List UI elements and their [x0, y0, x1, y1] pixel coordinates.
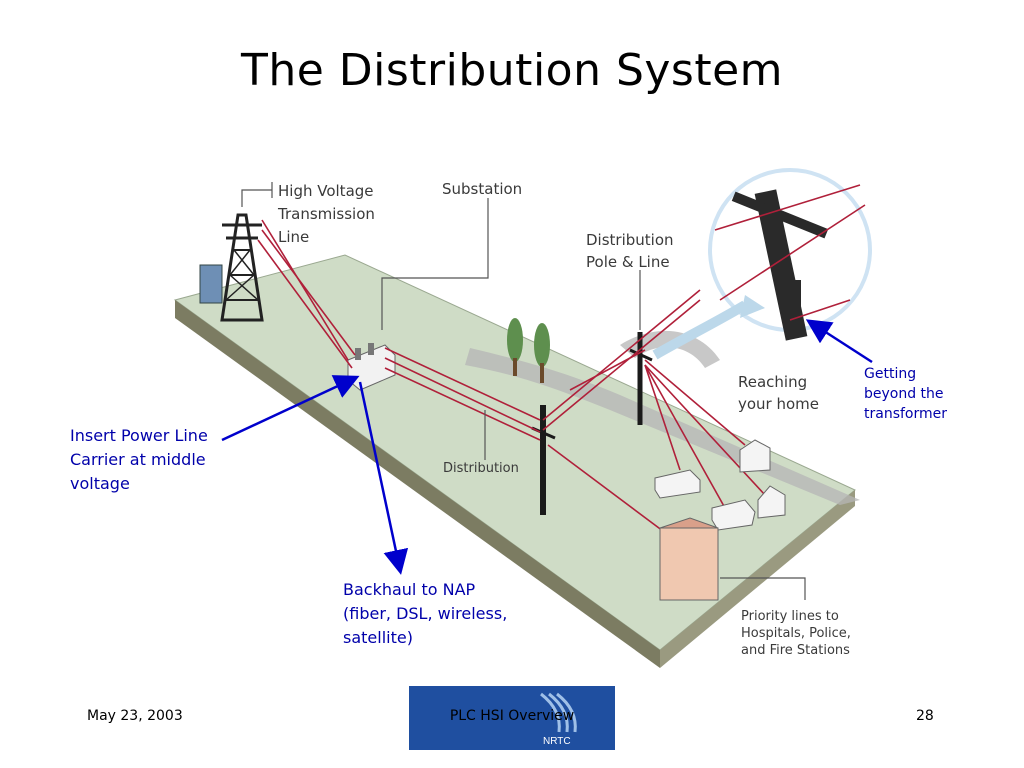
leader-lines — [241, 182, 806, 600]
slide-title: The Distribution System — [240, 45, 784, 96]
footer-date: May 23, 2003 — [87, 708, 183, 724]
priority-lines-label: Priority lines to Hospitals, Police, and… — [741, 609, 855, 658]
substation-label: Substation — [442, 180, 522, 198]
annotation-arrows — [221, 319, 873, 575]
hv-line-label: High Voltage Transmission Line — [277, 182, 380, 246]
footer-center-title: PLC HSI Overview — [449, 708, 575, 724]
transmission-tower — [199, 213, 264, 322]
reaching-home-label: Reaching your home — [738, 373, 819, 413]
backhaul-annotation: Backhaul to NAP (fiber, DSL, wireless, s… — [343, 580, 508, 647]
houses — [654, 439, 786, 601]
insert-plc-annotation: Insert Power Line Carrier at middle volt… — [70, 426, 208, 493]
power-lines — [257, 219, 766, 541]
nrtc-logo: NRTC PLC HSI Overview — [409, 686, 615, 750]
nrtc-wave-icon: NRTC — [540, 692, 577, 747]
beyond-transformer-annotation: Getting beyond the transformer — [864, 366, 948, 422]
distribution-label: Distribution — [443, 461, 519, 476]
transformer-zoom-circle — [652, 168, 872, 360]
svg-text:NRTC: NRTC — [543, 736, 571, 747]
trees — [507, 318, 550, 383]
ground-side-front — [175, 300, 660, 668]
distribution-pole-label: Distribution Pole & Line — [586, 231, 678, 271]
page-number: 28 — [916, 708, 934, 724]
ground-side-right — [660, 490, 855, 668]
road-curve — [620, 330, 720, 368]
